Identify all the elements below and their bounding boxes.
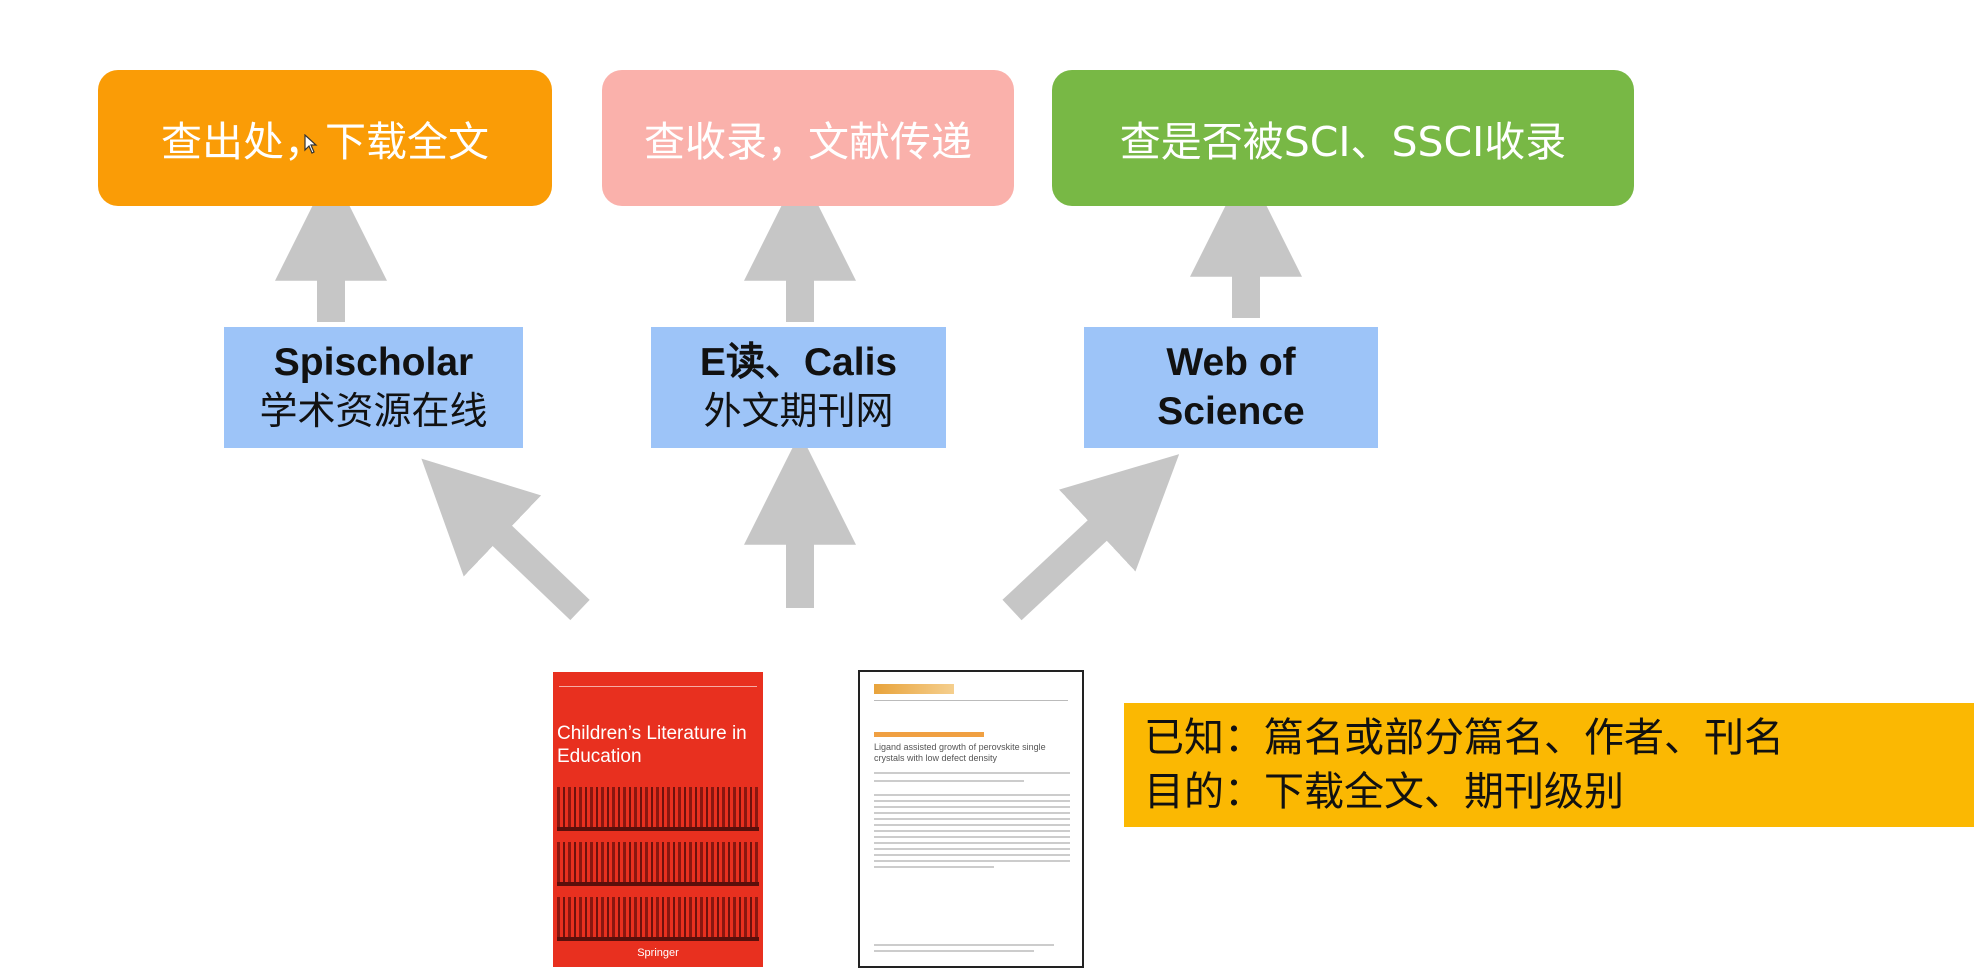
paper-footer-line bbox=[874, 944, 1054, 946]
arrow-sample-to-spischolar bbox=[421, 458, 590, 621]
bookshelf-row bbox=[557, 787, 759, 831]
arrow-sample-to-wos bbox=[1002, 454, 1180, 621]
cover-header-line bbox=[559, 678, 757, 687]
paper-text-line bbox=[874, 824, 1070, 826]
paper-footer-line bbox=[874, 950, 1034, 952]
paper-text-line bbox=[874, 854, 1070, 856]
paper-header-rule bbox=[874, 700, 1068, 701]
paper-text-line bbox=[874, 830, 1070, 832]
goal-check-sci: 查是否被SCI、SSCI收录 bbox=[1052, 70, 1634, 206]
paper-header-logo bbox=[874, 684, 954, 694]
paper-text-line bbox=[874, 866, 994, 868]
paper-text-line bbox=[874, 836, 1070, 838]
note-purpose-line: 目的：下载全文、期刊级别 bbox=[1144, 769, 1624, 815]
bookshelf-row bbox=[557, 897, 759, 941]
journal-cover-title: Children’s Literature in Education bbox=[557, 723, 747, 767]
tool-spischolar-subtitle: 学术资源在线 bbox=[259, 389, 488, 434]
paper-text-line bbox=[874, 772, 1070, 774]
mouse-cursor-icon bbox=[304, 134, 318, 154]
paper-text-line bbox=[874, 800, 1070, 802]
paper-title: Ligand assisted growth of perovskite sin… bbox=[874, 742, 1046, 763]
paper-text-line bbox=[874, 848, 1070, 850]
tool-edu-calis-name: E读、Calis bbox=[699, 341, 898, 385]
goal-find-source: 查出处，下载全文 bbox=[98, 70, 552, 206]
tool-edu-calis-subtitle: 外文期刊网 bbox=[703, 389, 894, 434]
journal-publisher: Springer bbox=[637, 947, 679, 959]
journal-cover-image: Children’s Literature in Education Sprin… bbox=[553, 672, 763, 967]
paper-text-line bbox=[874, 794, 1070, 796]
paper-text-line bbox=[874, 812, 1070, 814]
paper-first-page-image: Ligand assisted growth of perovskite sin… bbox=[858, 670, 1084, 968]
paper-text-line bbox=[874, 860, 1070, 862]
tool-web-of-science: Web of Science bbox=[1084, 327, 1378, 448]
known-purpose-note: 已知：篇名或部分篇名、作者、刊名 目的：下载全文、期刊级别 bbox=[1124, 703, 1974, 827]
tool-wos-line2: Science bbox=[1157, 389, 1305, 433]
goal-check-indexing-label: 查收录，文献传递 bbox=[644, 118, 972, 166]
paper-text-line bbox=[874, 818, 1070, 820]
tool-spischolar-name: Spischolar bbox=[273, 341, 474, 385]
note-known-line: 已知：篇名或部分篇名、作者、刊名 bbox=[1144, 715, 1784, 761]
goal-find-source-label: 查出处，下载全文 bbox=[161, 118, 489, 166]
goal-check-indexing: 查收录，文献传递 bbox=[602, 70, 1014, 206]
bookshelf-row bbox=[557, 842, 759, 886]
tool-wos-line1: Web of bbox=[1166, 340, 1296, 384]
paper-text-line bbox=[874, 806, 1070, 808]
paper-article-type-bar bbox=[874, 732, 984, 737]
tool-edu-calis: E读、Calis 外文期刊网 bbox=[651, 327, 946, 448]
paper-text-line bbox=[874, 780, 1024, 782]
tool-spischolar: Spischolar 学术资源在线 bbox=[224, 327, 523, 448]
goal-check-sci-label: 查是否被SCI、SSCI收录 bbox=[1119, 118, 1567, 166]
paper-text-line bbox=[874, 842, 1070, 844]
